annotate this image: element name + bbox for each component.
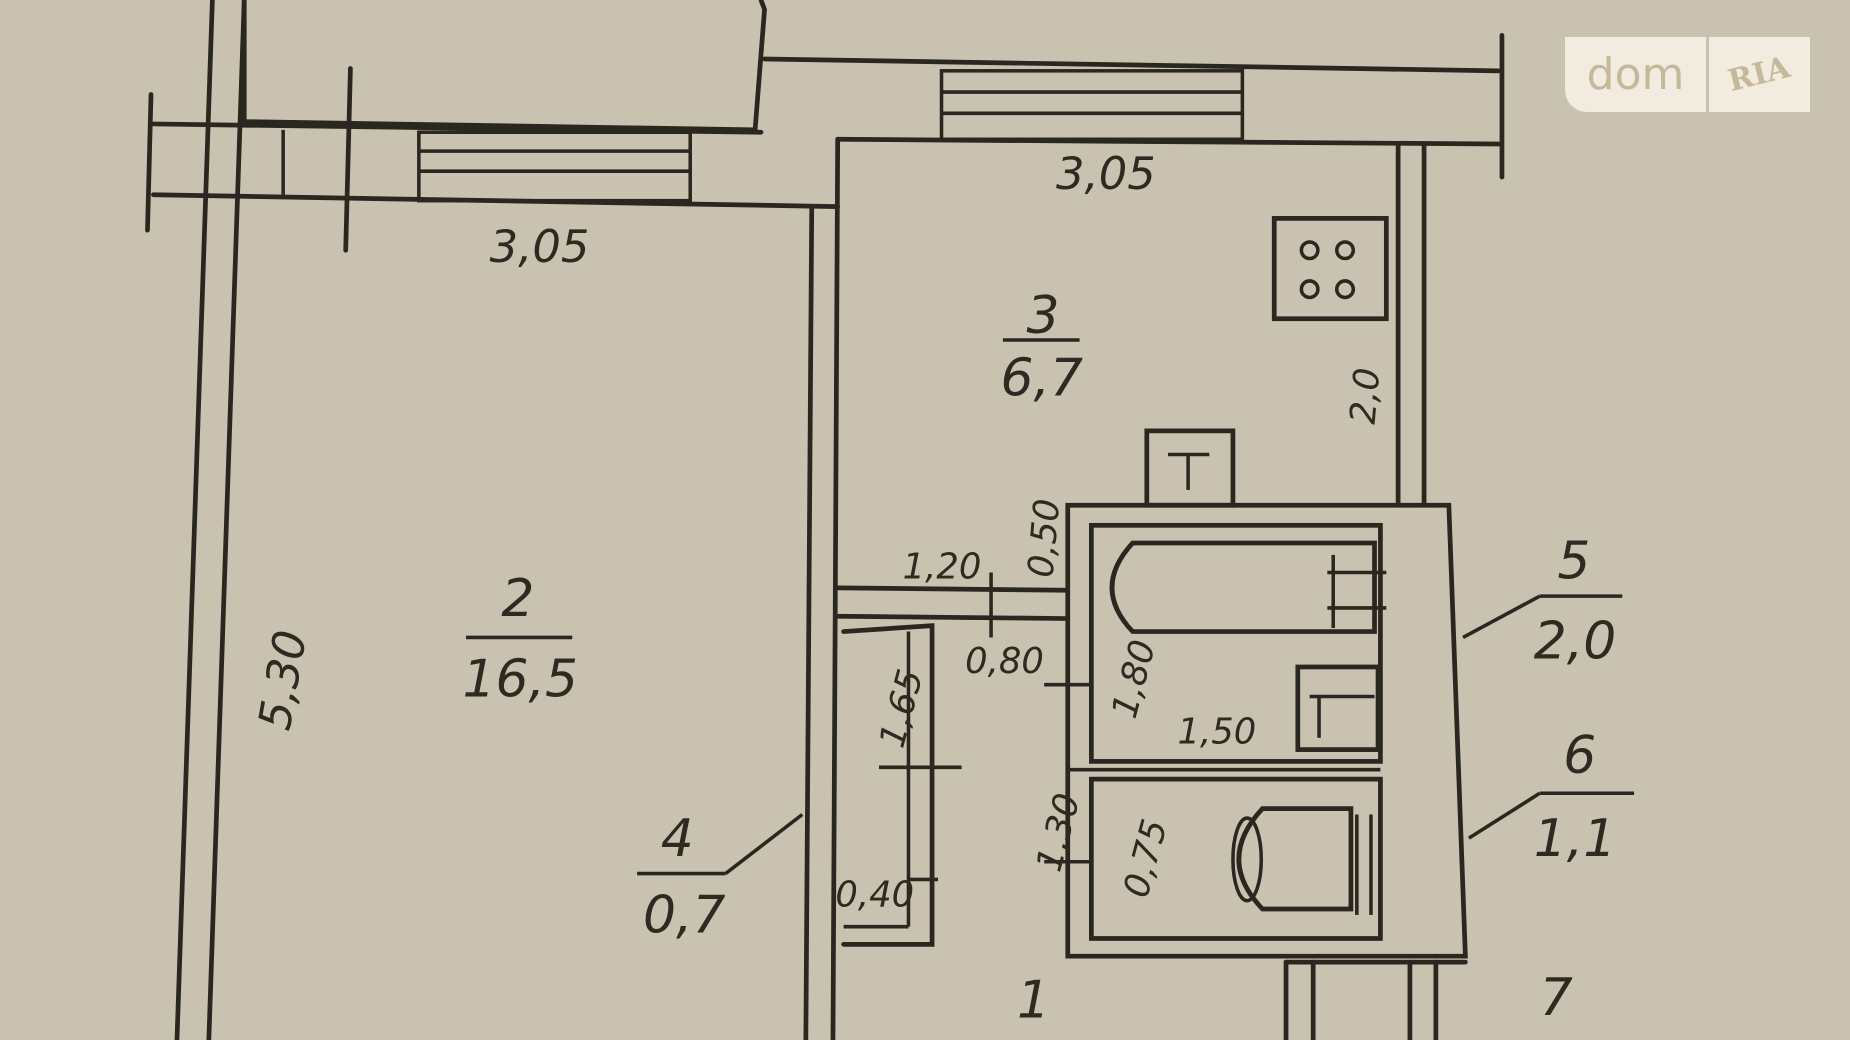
room-7-number: 7 xyxy=(1540,968,1573,1028)
left-outer-wall xyxy=(174,0,247,1040)
dim-bath-offset: 0,50 xyxy=(1021,497,1069,579)
bathroom-block xyxy=(1065,502,1468,959)
bottom-walls xyxy=(1283,959,1468,1040)
room2-window xyxy=(417,130,692,203)
dim-kitchen-width: 3,05 xyxy=(1056,147,1156,200)
watermark-dom: dom xyxy=(1565,37,1706,112)
kitchen-window xyxy=(939,69,1245,142)
dim-room2-width: 3,05 xyxy=(490,220,590,273)
balcony xyxy=(241,0,767,133)
room-6-number: 6 xyxy=(1563,726,1596,786)
room-4-number: 4 xyxy=(661,809,694,869)
dim-wc-width: 0,75 xyxy=(1116,815,1176,902)
dim-bath-length: 1,80 xyxy=(1104,636,1164,723)
room-4-area: 0,7 xyxy=(643,886,726,946)
bathtub-icon xyxy=(1109,540,1387,634)
dim-hall-width: 1,20 xyxy=(903,546,982,587)
dim-closet-length: 1,65 xyxy=(872,665,932,752)
leader-lines xyxy=(466,338,1635,876)
room-5-number: 5 xyxy=(1557,531,1590,591)
room-6-area: 1,1 xyxy=(1534,809,1617,869)
sink-icon xyxy=(1295,664,1381,752)
toilet-icon xyxy=(1231,806,1373,915)
dim-bath-width: 1,50 xyxy=(1177,712,1256,753)
watermark-ria: RIA xyxy=(1709,37,1810,112)
closet xyxy=(841,572,1092,947)
room-3-area: 6,7 xyxy=(1001,348,1084,408)
room-2-number: 2 xyxy=(501,569,534,629)
dim-door: 0,80 xyxy=(965,641,1044,682)
partition-wall xyxy=(803,136,1427,1040)
room-2-area: 16,5 xyxy=(463,649,579,709)
room-1-number: 1 xyxy=(1017,971,1050,1031)
watermark-ria-text: RIA xyxy=(1725,49,1794,100)
domria-watermark: dom RIA xyxy=(1565,37,1810,112)
stove-icon xyxy=(1271,216,1389,322)
dim-kitchen-side: 2,0 xyxy=(1343,366,1389,426)
dim-room2-length: 5,30 xyxy=(248,626,318,734)
vent-shaft-icon xyxy=(1144,428,1236,508)
dim-closet-depth: 0,40 xyxy=(835,875,914,916)
room-3-number: 3 xyxy=(1026,286,1059,346)
room-5-area: 2,0 xyxy=(1534,612,1617,672)
